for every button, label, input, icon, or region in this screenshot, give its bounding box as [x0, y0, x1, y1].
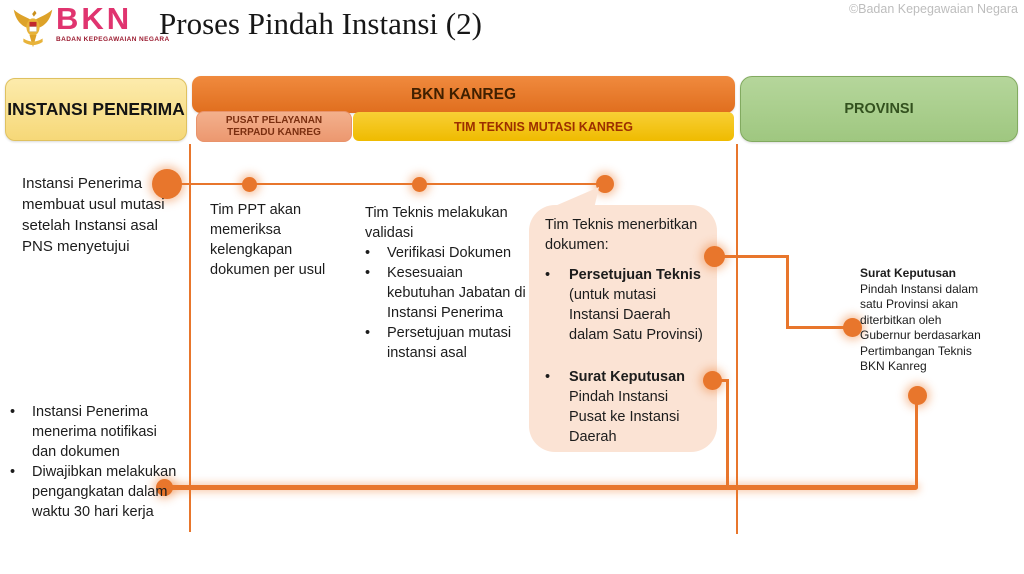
- logo-text: BKN BADAN KEPEGAWAIAN NEGARA: [56, 1, 170, 44]
- connector-b-h: [712, 379, 729, 382]
- page-title: Proses Pindah Instansi (2): [159, 6, 482, 41]
- list-item: • Verifikasi Dokumen: [365, 245, 512, 261]
- connector-a-h1: [714, 255, 789, 258]
- list-item: • Persetujuan mutasi instansi asal: [365, 325, 512, 361]
- flow-node-callout: [596, 175, 614, 193]
- lane-header-instansi-penerima: INSTANSI PENERIMA: [5, 78, 187, 141]
- sublane-header-ppt-kanreg: PUSAT PELAYANAN TERPADU KANREG: [196, 111, 352, 142]
- connector-b-v: [726, 379, 729, 488]
- provinsi-note-title: Surat Keputusan: [860, 266, 957, 280]
- connector-c-v: [915, 395, 918, 488]
- flow-node-return-end: [156, 479, 173, 496]
- list-item: • Kesesuaian kebutuhan Jabatan di Instan…: [365, 265, 526, 321]
- callout-heading: Tim Teknis menerbitkan dokumen:: [545, 217, 698, 253]
- bullet-icon: •: [365, 265, 371, 281]
- logo-acronym: BKN: [56, 1, 133, 36]
- connector-top-line: [167, 183, 607, 185]
- bullet-icon: •: [10, 464, 16, 480]
- sublane-header-tim-teknis: TIM TEKNIS MUTASI KANREG: [353, 112, 734, 141]
- lane-divider-right: [736, 144, 738, 534]
- bullet-icon: •: [545, 369, 551, 385]
- flow-node-provinsi-in: [843, 318, 862, 337]
- bullet-icon: •: [545, 267, 551, 283]
- note-instansi-bottom-list: • Instansi Penerima menerima notifikasi …: [10, 402, 182, 522]
- logo-full-name: BADAN KEPEGAWAIAN NEGARA: [56, 36, 170, 43]
- callout-item-title: Surat Keputusan: [569, 369, 686, 385]
- connector-a-h2: [786, 326, 854, 329]
- lane-header-provinsi: PROVINSI: [740, 76, 1018, 142]
- note-instansi-penerima: Instansi Penerima membuat usul mutasi se…: [22, 175, 165, 255]
- callout-item-detail: Pindah Instansi Pusat ke Instansi Daerah: [569, 389, 680, 445]
- bullet-icon: •: [10, 404, 16, 420]
- callout-tail: [552, 187, 600, 207]
- list-item: • Diwajibkan melakukan pengangkatan dala…: [10, 464, 177, 520]
- flow-node-ppt: [242, 177, 257, 192]
- copyright-text: ©Badan Kepegawaian Negara: [848, 2, 1018, 16]
- callout-item-detail: (untuk mutasi Instansi Daerah dalam Satu…: [569, 287, 703, 343]
- callout-dokumen: Tim Teknis menerbitkan dokumen: • Perset…: [529, 205, 717, 452]
- bullet-icon: •: [365, 325, 371, 341]
- bullet-icon: •: [365, 245, 371, 261]
- flow-node-start: [152, 169, 182, 199]
- garuda-emblem-icon: [13, 9, 53, 48]
- list-item: • Instansi Penerima menerima notifikasi …: [10, 404, 157, 460]
- provinsi-note-detail: Pindah Instansi dalam satu Provinsi akan…: [860, 281, 981, 374]
- tim-teknis-heading: Tim Teknis melakukan validasi: [365, 205, 508, 241]
- callout-item-title: Persetujuan Teknis: [569, 267, 701, 283]
- note-tim-ppt: Tim PPT akan memeriksa kelengkapan dokum…: [210, 202, 326, 278]
- bkn-logo: BKN BADAN KEPEGAWAIAN NEGARA: [12, 3, 170, 53]
- flow-node-tim-teknis: [412, 177, 427, 192]
- lane-header-bkn-kanreg: BKN KANREG: [192, 76, 735, 113]
- callout-item-persetujuan-teknis: • Persetujuan Teknis (untuk mutasi Instan…: [545, 265, 705, 345]
- lane-divider-left: [189, 144, 191, 532]
- note-tim-teknis-validasi: Tim Teknis melakukan validasi • Verifika…: [365, 203, 533, 363]
- connector-a-v: [786, 255, 789, 329]
- connector-return-line: [164, 485, 918, 490]
